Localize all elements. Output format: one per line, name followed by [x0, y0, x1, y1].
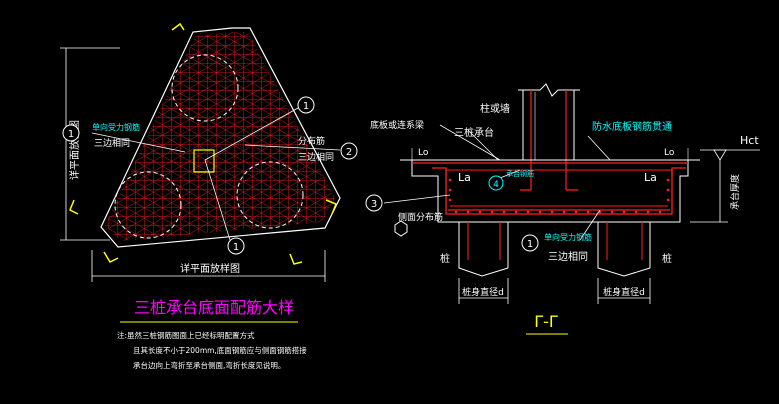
- cap-label: 三桩承台: [454, 126, 494, 139]
- col-label: 柱或墙: [480, 102, 510, 115]
- callout-1-left: 1: [62, 124, 80, 142]
- drawing-title: 三桩承台底面配筋大样: [134, 298, 294, 317]
- bar4-label: 承台钢筋: [506, 169, 534, 178]
- section-mark: Γ-Γ: [534, 312, 558, 331]
- pile-cap-outline: [100, 27, 341, 248]
- column-break: [518, 83, 580, 97]
- cut-mark-right: [325, 199, 337, 215]
- cut-mark-bottom-left: [103, 251, 119, 263]
- pile-dia-left: 桩身直径d: [462, 286, 504, 298]
- note-line-2: 且其长度不小于200mm,底面钢筋应与侧面钢筋搭接: [133, 345, 307, 355]
- column-square: [193, 149, 215, 173]
- rebar-mesh: [105, 32, 335, 241]
- bar1-label-2: 三边相同: [548, 250, 588, 263]
- lo-left: Lo: [418, 148, 429, 158]
- rebar-dots: [448, 178, 670, 214]
- plan-bottom-dim: 详平面放样图: [180, 262, 240, 275]
- svg-text:1: 1: [233, 242, 239, 253]
- plan-left-label: 单向受力钢筋: [92, 122, 140, 132]
- pile-circle-top: [171, 54, 239, 122]
- pile-circle-right: [236, 161, 304, 229]
- hct-label: Hct: [740, 134, 759, 147]
- beam-label: 底板或连系梁: [370, 119, 424, 131]
- svg-text:1: 1: [527, 239, 533, 250]
- pile-dia-right: 桩身直径d: [603, 286, 645, 298]
- callout-1-top-right: 1: [297, 96, 315, 114]
- note-line-3: 承台边向上弯折至承台侧面,弯折长度见说明。: [133, 360, 285, 370]
- cut-mark-top: [171, 22, 185, 31]
- callout-2-right: 2: [340, 142, 358, 160]
- pile-left: [458, 222, 509, 277]
- plan-left-label-2: 三边相同: [94, 137, 130, 149]
- note-line-1: 注:虽然三桩钢筋图面上已经标明配置方式: [117, 330, 255, 340]
- pile-label-right: 桩: [662, 252, 672, 265]
- lo-right: Lo: [664, 148, 675, 158]
- pile-cap-section: [411, 159, 689, 223]
- pile-circle-left: [114, 171, 182, 239]
- svg-text:2: 2: [346, 147, 352, 158]
- callout-3: 3: [365, 194, 383, 212]
- la-left: La: [458, 171, 471, 184]
- side-bar-label: 侧面分布筋: [398, 211, 443, 223]
- column-outline: [522, 90, 575, 160]
- cap-height-label: 承台厚度: [729, 174, 741, 210]
- section-view: 桩身直径d 桩身直径d 桩 桩 Hct 承台厚度 Lo La La Lo 柱或墙…: [365, 83, 760, 335]
- callout-4: 4: [488, 175, 504, 191]
- plan-view: 详平面放样图 详平面放样图 1 1 2 1 单向受力钢筋 三边相: [60, 22, 358, 282]
- svg-text:3: 3: [371, 199, 377, 210]
- plan-right-label-2: 三边相同: [298, 151, 334, 163]
- svg-text:4: 4: [493, 180, 499, 190]
- la-right: La: [644, 171, 657, 184]
- plan-right-label: 分布筋: [298, 135, 325, 147]
- cut-mark-left: [69, 199, 79, 215]
- svg-text:1: 1: [303, 101, 309, 112]
- pile-label-left: 桩: [440, 252, 450, 265]
- pile-right: [597, 222, 651, 277]
- callout-1-section: 1: [521, 234, 539, 252]
- waterproof-label: 防水底板钢筋贯通: [592, 120, 672, 133]
- hex-marker: [394, 220, 408, 237]
- title-block: 三桩承台底面配筋大样 注:虽然三桩钢筋图面上已经标明配置方式 且其长度不小于20…: [117, 298, 307, 370]
- svg-text:1: 1: [68, 129, 74, 140]
- bar1-label: 单向受力钢筋: [544, 232, 592, 242]
- callout-1-bottom: 1: [227, 237, 245, 255]
- cut-mark-bottom-right: [289, 253, 303, 265]
